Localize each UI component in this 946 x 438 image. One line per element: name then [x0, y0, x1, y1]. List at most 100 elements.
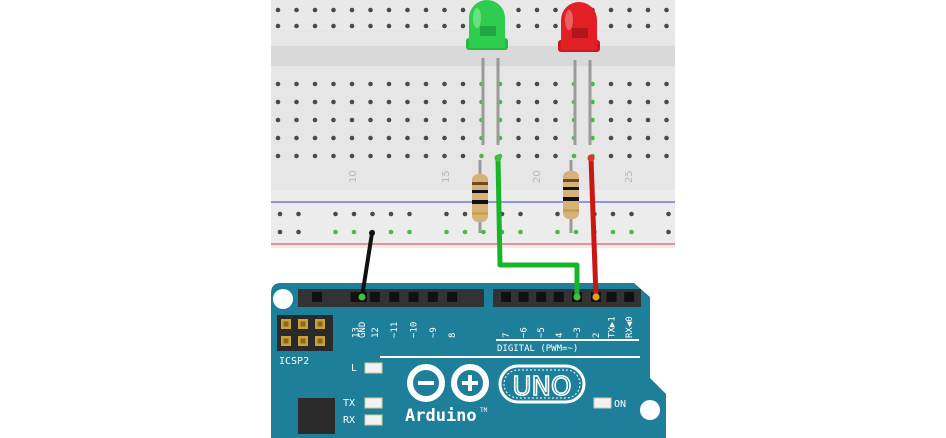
power-rail-hole: [277, 229, 283, 235]
breadboard-hole: [275, 81, 281, 87]
column-number-20: 20: [532, 170, 543, 183]
led-rx-label: RX: [343, 415, 355, 426]
breadboard-hole: [294, 7, 299, 13]
breadboard-hole: [423, 81, 429, 87]
power-rail-hole: [407, 229, 412, 235]
header-pin-socket: [518, 292, 529, 302]
header-pin-label: ~11: [390, 322, 400, 338]
green-wire-pin3: [495, 155, 580, 300]
breadboard-hole: [534, 153, 540, 159]
breadboard-hole: [664, 23, 669, 29]
breadboard-hole: [534, 81, 540, 87]
header-pin-label: 12: [371, 327, 381, 338]
header-pin-socket: [501, 292, 511, 302]
power-rail-hole: [296, 211, 301, 217]
breadboard-hole: [571, 153, 577, 159]
breadboard-hole: [312, 81, 318, 87]
breadboard-hole: [627, 23, 632, 29]
power-rail-hole: [296, 229, 301, 235]
breadboard-hole: [275, 135, 281, 141]
led-tx-label: TX: [343, 398, 355, 409]
column-number-10: 10: [348, 170, 359, 183]
breadboard-hole: [516, 117, 521, 123]
header-pin-socket: [536, 292, 547, 302]
breadboard-hole: [405, 81, 410, 87]
breadboard-hole: [516, 99, 521, 105]
header-pin-socket: [369, 292, 380, 302]
breadboard-hole: [423, 23, 429, 29]
breadboard-hole: [664, 117, 669, 123]
power-rail-hole: [555, 229, 560, 235]
header-pin-label: 7: [502, 333, 512, 338]
breadboard-hole: [553, 23, 558, 29]
column-number-25: 25: [624, 170, 635, 183]
power-rail-hole: [666, 229, 671, 235]
trademark-label: TM: [480, 407, 488, 414]
breadboard-hole: [368, 23, 373, 29]
breadboard-hole: [275, 99, 281, 105]
header-pin-label: ~3: [573, 327, 583, 338]
power-rail-hole: [351, 211, 357, 217]
breadboard-hole: [368, 153, 373, 159]
header-pin-socket: [408, 292, 419, 302]
breadboard-column-numbers: 10 15 20 25: [348, 170, 635, 183]
header-pin-label: TX▶1: [608, 316, 618, 338]
breadboard-hole: [331, 135, 336, 141]
breadboard-hole: [405, 117, 410, 123]
breadboard-hole: [645, 135, 651, 141]
breadboard-hole: [368, 135, 373, 141]
mounting-hole-top-left: [273, 289, 293, 309]
breadboard-hole: [331, 99, 336, 105]
breadboard-hole: [349, 81, 355, 87]
breadboard-hole: [442, 7, 447, 13]
power-rail-hole: [518, 211, 523, 217]
breadboard-hole: [331, 153, 336, 159]
breadboard-hole: [534, 117, 540, 123]
breadboard-hole: [460, 153, 466, 159]
breadboard-hole: [331, 117, 336, 123]
breadboard-hole: [553, 99, 558, 105]
power-rail-hole: [555, 211, 560, 217]
breadboard-hole: [294, 135, 299, 141]
power-rail-hole: [629, 211, 634, 217]
breadboard-hole: [275, 117, 281, 123]
breadboard-hole: [460, 81, 466, 87]
breadboard-hole: [534, 7, 540, 13]
breadboard-hole: [275, 153, 281, 159]
uno-badge: [498, 364, 586, 404]
breadboard-hole: [645, 117, 651, 123]
header-pin-label: ~10: [410, 322, 420, 338]
power-rail-hole: [610, 229, 616, 235]
breadboard-hole: [312, 135, 318, 141]
breadboard-hole: [442, 81, 447, 87]
led-rx: [364, 414, 383, 426]
pin-highlight-3: [573, 293, 581, 301]
infinity-logo-icon: [407, 364, 489, 402]
breadboard-hole: [664, 7, 669, 13]
breadboard-hole: [423, 135, 429, 141]
resistor-red-led: [563, 160, 579, 233]
breadboard-hole: [516, 7, 521, 13]
breadboard-hole: [405, 99, 410, 105]
breadboard-hole: [608, 153, 614, 159]
breadboard-hole: [553, 117, 558, 123]
power-rail-hole: [481, 229, 486, 235]
breadboard-hole: [627, 7, 632, 13]
header-pin-socket: [624, 292, 635, 302]
breadboard-hole: [516, 81, 521, 87]
header-pin-label: ~5: [537, 327, 547, 338]
breadboard-hole: [349, 23, 355, 29]
breadboard-hole: [312, 7, 318, 13]
usb-chip: [298, 398, 335, 434]
breadboard-hole: [608, 117, 614, 123]
breadboard-hole: [312, 153, 318, 159]
breadboard-hole: [608, 7, 614, 13]
breadboard-hole: [294, 99, 299, 105]
header-pin-label: 4: [555, 333, 565, 338]
breadboard-hole: [294, 153, 299, 159]
header-pin-socket: [606, 292, 617, 302]
power-rail-hole: [370, 211, 375, 217]
breadboard-hole: [368, 117, 373, 123]
